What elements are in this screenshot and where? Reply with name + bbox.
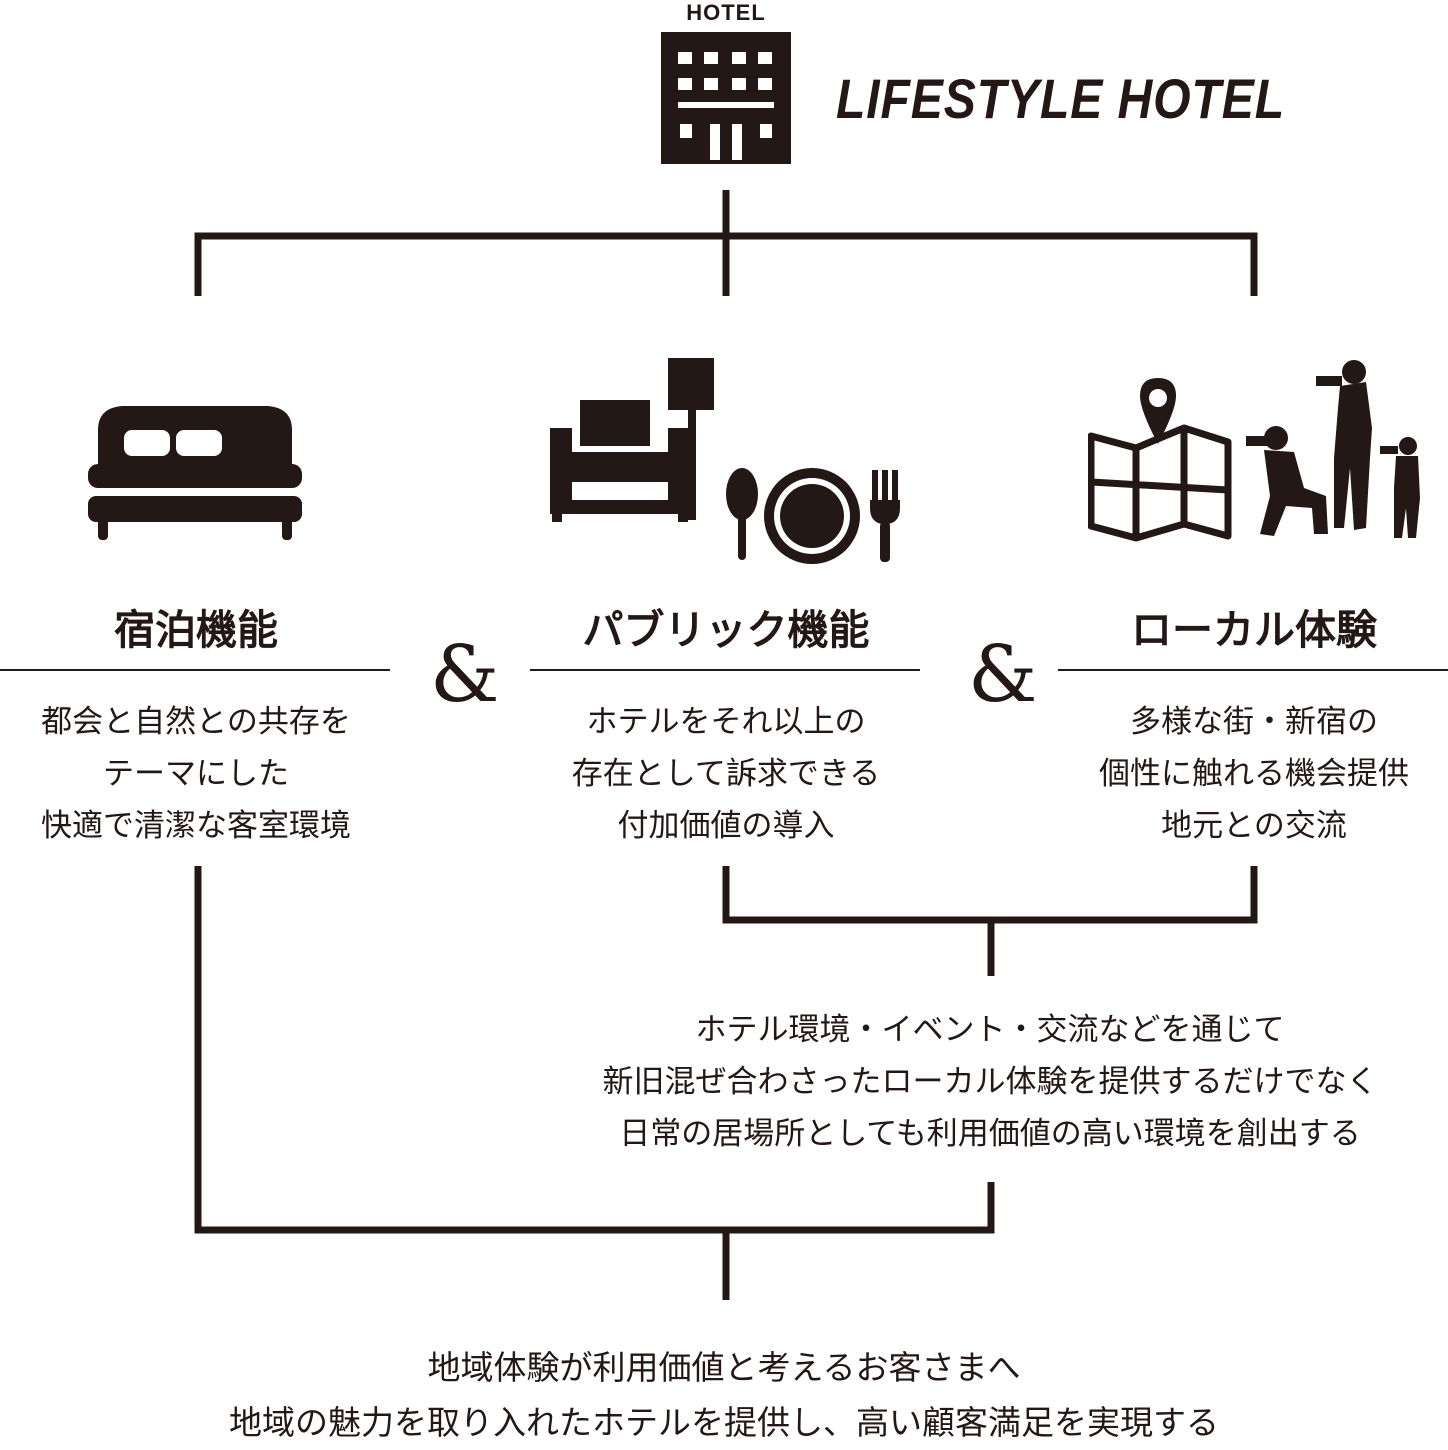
description-line: 個性に触れる機会提供: [1099, 756, 1409, 792]
top-connector: [194, 190, 1258, 296]
middle-statement: ホテル環境・イベント・交流などを通じて 新旧混ぜ合わさったローカル体験を提供する…: [530, 1004, 1448, 1160]
description-line: 都会と自然との共存を: [41, 704, 351, 740]
description-line: 存在として訴求できる: [571, 756, 881, 792]
statement-line: 地域体験が利用価値と考えるお客さまへ: [427, 1348, 1021, 1387]
armchair-lamp-dining-icon: [550, 358, 900, 564]
hotel-building-icon: [661, 32, 791, 164]
right-merge-connector: [722, 866, 1258, 976]
statement-line: 地域の魅力を取り入れたホテルを提供し、高い顧客満足を実現する: [229, 1403, 1219, 1442]
description-line: 多様な街・新宿の: [1130, 704, 1378, 740]
description-line: 地元との交流: [1161, 808, 1347, 844]
description-local: 多様な街・新宿の 個性に触れる機会提供 地元との交流: [1058, 696, 1448, 852]
description-line: ホテルをそれ以上の: [586, 704, 866, 740]
bed-icon: [88, 406, 302, 540]
map-photographers-icon: [1088, 360, 1420, 542]
description-line: 快適で清潔な客室環境: [41, 808, 351, 844]
statement-line: ホテル環境・イベント・交流などを通じて: [695, 1012, 1285, 1048]
description-public: ホテルをそれ以上の 存在として訴求できる 付加価値の導入: [530, 696, 922, 852]
description-line: テーマにした: [103, 756, 289, 792]
statement-line: 新旧混ぜ合わさったローカル体験を提供するだけでなく: [602, 1064, 1378, 1100]
hotel-icon-label: HOTEL: [686, 0, 766, 25]
ampersand-right: &: [968, 630, 1038, 720]
statement-line: 日常の居場所としても利用価値の高い環境を創出する: [619, 1116, 1361, 1152]
heading-local: ローカル体験: [1131, 606, 1377, 654]
brand-title: LIFESTYLE HOTEL: [836, 67, 1286, 130]
heading-lodging: 宿泊機能: [114, 606, 278, 654]
bottom-statement: 地域体験が利用価値と考えるお客さまへ 地域の魅力を取り入れたホテルを提供し、高い…: [0, 1340, 1448, 1450]
bottom-merge-connector: [194, 866, 995, 1300]
ampersand-left: &: [430, 630, 500, 720]
description-lodging: 都会と自然との共存を テーマにした 快適で清潔な客室環境: [0, 696, 392, 852]
description-line: 付加価値の導入: [617, 808, 835, 844]
heading-public: パブリック機能: [582, 606, 870, 654]
